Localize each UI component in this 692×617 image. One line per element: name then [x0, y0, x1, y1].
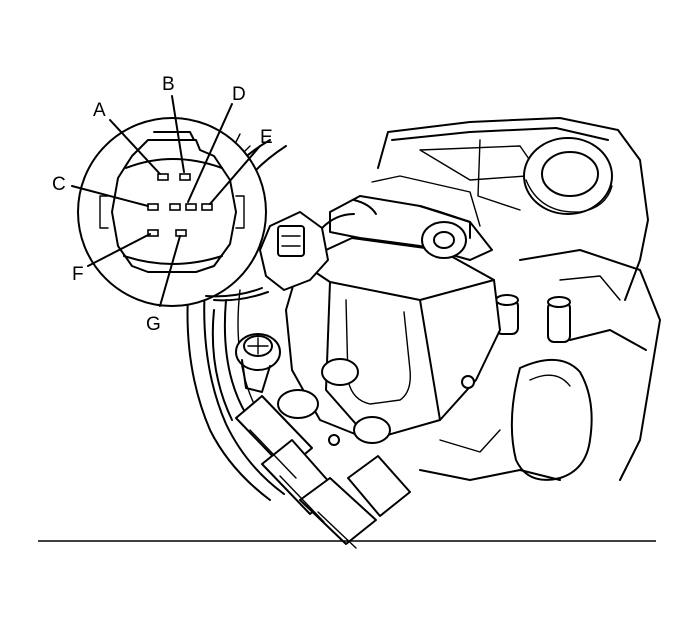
distributor-connector: [259, 199, 377, 291]
spark-plug-boots: [235, 395, 411, 549]
callout-d: D: [232, 84, 246, 105]
pin-b: [179, 173, 191, 181]
pin-g: [175, 229, 187, 237]
leader-lines: [71, 95, 261, 307]
leader-d: [187, 103, 233, 203]
connector-magnified-view: [77, 117, 267, 307]
pin-d: [185, 203, 197, 211]
callout-b: B: [162, 74, 175, 95]
leader-b: [171, 95, 185, 173]
callout-e: E: [260, 127, 273, 148]
pin-a: [157, 173, 169, 181]
callout-labels: A B C D E F G: [52, 74, 273, 335]
pin-f: [147, 229, 159, 237]
leader-a: [109, 119, 161, 175]
callout-a: A: [93, 100, 106, 121]
engine-background: [371, 117, 661, 481]
distributor-body: [277, 195, 501, 446]
leader-f: [87, 233, 151, 267]
callout-c: C: [52, 174, 66, 195]
callout-g: G: [146, 314, 161, 335]
leader-e: [209, 145, 261, 205]
pin-c: [147, 203, 159, 211]
leader-c: [71, 185, 149, 207]
leader-g: [159, 235, 181, 307]
round-sensor: [235, 333, 281, 393]
callout-f: F: [72, 264, 84, 285]
zoom-pointer: [205, 287, 263, 298]
pin-c2: [169, 203, 181, 211]
pin-e: [201, 203, 213, 211]
